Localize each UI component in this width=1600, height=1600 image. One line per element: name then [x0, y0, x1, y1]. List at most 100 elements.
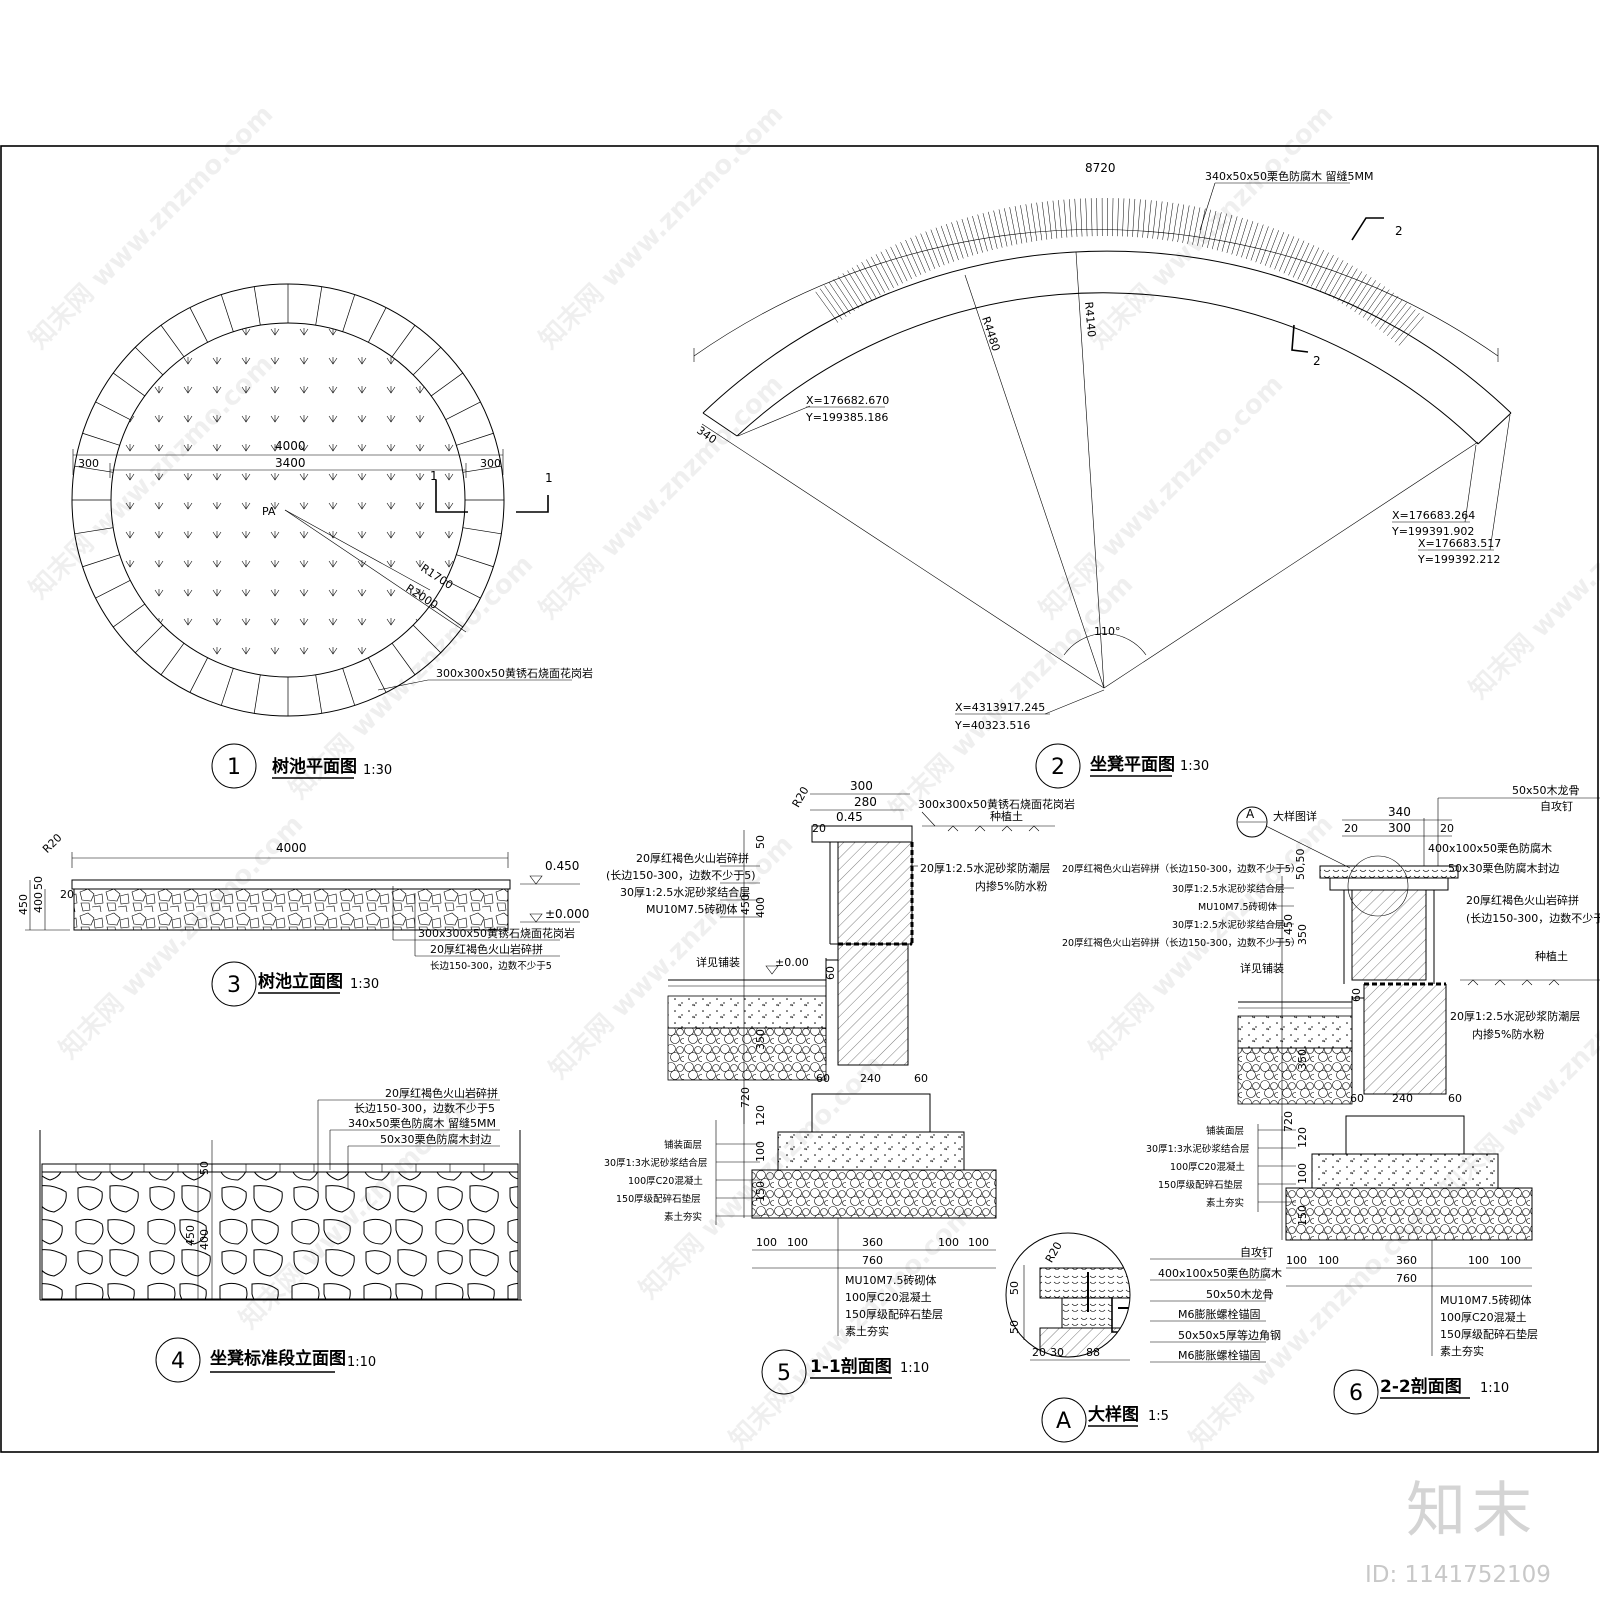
elev-dim-20: 20 [60, 888, 74, 901]
paver-joint [253, 286, 261, 326]
bench-slat [1350, 277, 1372, 310]
paver-joint [391, 642, 416, 675]
paver-joint [456, 432, 494, 446]
s1-bot-100c: 100 [938, 1236, 959, 1249]
dim-r4480: R4480 [979, 315, 1002, 353]
bench-slat [1264, 230, 1279, 266]
coord-2-x: X=176683.264 [1392, 509, 1475, 522]
bench-slat [1172, 203, 1179, 242]
section-2-2: A 大样图详 340 300 20 20 50x50木龙骨 自攻钉 400x10… [1062, 784, 1600, 1415]
paver-joint [315, 286, 323, 326]
s2-vdim-350b: 350 [1296, 1049, 1309, 1070]
s2-base-paving: 铺装面层 [1206, 1125, 1244, 1137]
bench-slat [1127, 198, 1130, 237]
paver-joint [315, 674, 323, 714]
paver-joint [82, 432, 120, 446]
coord-1-x: X=176682.670 [806, 394, 889, 407]
bench-slat [1379, 299, 1403, 330]
bench-slat [1306, 249, 1325, 285]
bench-slat [824, 285, 847, 317]
bench-slat [861, 262, 881, 296]
dim-300-right: 300 [480, 457, 501, 470]
bench-slat [870, 256, 890, 291]
s2-vdim-5050: 50,50 [1294, 849, 1307, 881]
s1-vdim-450: 450 [739, 894, 752, 915]
paver-joint [160, 642, 185, 675]
bench-slat [1315, 254, 1334, 289]
bench-slat [1324, 260, 1344, 294]
bench-slat [993, 210, 1003, 248]
s2-note-soil: 种植土 [1535, 949, 1568, 963]
paver-joint [456, 554, 494, 568]
s2-mid-240: 240 [1392, 1092, 1413, 1105]
drawing-4-title: 坐凳标准段立面图 [210, 1348, 346, 1369]
bench-slat [1255, 226, 1269, 263]
dim-4000: 4000 [275, 439, 306, 453]
paver-joint [189, 657, 208, 693]
paver-joint [82, 554, 120, 568]
bench-slat [905, 239, 922, 275]
bench-slat [1390, 309, 1416, 340]
bench-slat [885, 249, 903, 284]
s1-vdim-720: 720 [739, 1087, 752, 1108]
s1-bot-soil: 素土夯实 [845, 1324, 889, 1338]
paver-joint [253, 674, 261, 714]
paver-joint [220, 294, 234, 332]
s2-dim-340: 340 [1388, 805, 1411, 819]
section-1-1: 300 280 0.45 R20 300x300x50黄锈石烧面花岗岩 种植土 … [604, 779, 1075, 1395]
bench-slat [900, 242, 917, 277]
bench-slat [946, 223, 959, 261]
bench-slat [1241, 221, 1254, 258]
s2-bot-100d: 100 [1500, 1254, 1521, 1267]
bench-slat [833, 279, 855, 312]
bench-slat [1058, 200, 1063, 238]
elev-dim-r20: R20 [40, 831, 64, 855]
bench-slat [977, 214, 988, 252]
watermark-text: 知末网 www.znzmo.com [884, 569, 1139, 824]
bench-slat [1030, 203, 1038, 242]
seg-note-lava-size: 长边150-300，边数不少于5 [354, 1102, 495, 1115]
dim-300-left: 300 [78, 457, 99, 470]
paver-joint [95, 580, 131, 599]
bench-plan: 8720 R4480 R4140 340 110° 340x50x50栗色防腐木… [693, 161, 1512, 789]
s2-note-screw: 自攻钉 [1540, 799, 1573, 813]
s1-vdim-350: 350 [754, 1029, 767, 1050]
bench-slat [1288, 240, 1305, 276]
bench-slat [1269, 232, 1285, 268]
image-id: ID: 1141752109 [1365, 1562, 1551, 1588]
bench-slat [998, 209, 1008, 247]
bench-slat [951, 222, 964, 259]
seg-dim-50: 50 [198, 1161, 211, 1175]
bench-slat [1025, 204, 1033, 242]
s2-ref-mark: A [1246, 807, 1255, 821]
bench-slat [961, 218, 974, 256]
bench-slat [972, 215, 983, 253]
s1-mid-60b: 60 [914, 1072, 928, 1085]
paver-joint [368, 657, 387, 693]
detail-a: R20 50 50 20 30 88 自攻钉 400x100x50栗色防腐木 5… [1005, 1232, 1282, 1443]
s1-base-mortar: 30厚1:3水泥砂浆结合层 [604, 1157, 707, 1169]
bench-slat [1279, 236, 1295, 272]
pool-center-label: PA [262, 505, 276, 518]
s1-bot-conc: 100厚C20混凝土 [845, 1290, 932, 1304]
s1-vdim-400: 400 [754, 897, 767, 918]
detail-note-angle: 50x50x5厚等边角钢 [1178, 1328, 1281, 1342]
s2-base-gravel: 150厚级配碎石垫层 [1158, 1179, 1243, 1191]
drawing-6-title: 2-2剖面图 [1380, 1376, 1462, 1397]
bench-slat [1157, 201, 1163, 240]
s1-note-lava: 20厚红褐色火山岩碎拼 [636, 851, 749, 865]
s1-note-mortar: 30厚1:2.5水泥砂浆结合层 [620, 885, 750, 899]
s1-note-dpc: 20厚1:2.5水泥砂浆防潮层 [920, 861, 1050, 875]
dim-r4140: R4140 [1082, 301, 1098, 338]
drawing-6-number: 6 [1349, 1381, 1363, 1406]
bench-slat [1221, 214, 1233, 252]
s2-left-mortar-2: 30厚1:2.5水泥砂浆结合层 [1172, 919, 1284, 931]
bench-slat [1211, 212, 1222, 250]
s2-mid-60a: 60 [1350, 1092, 1364, 1105]
s2-left-mortar-1: 30厚1:2.5水泥砂浆结合层 [1172, 883, 1284, 895]
watermark-text: 知末网 www.znzmo.com [54, 809, 309, 1064]
s1-bot-100a: 100 [756, 1236, 777, 1249]
bench-slat [1301, 247, 1320, 282]
s1-mid-60a: 60 [816, 1072, 830, 1085]
